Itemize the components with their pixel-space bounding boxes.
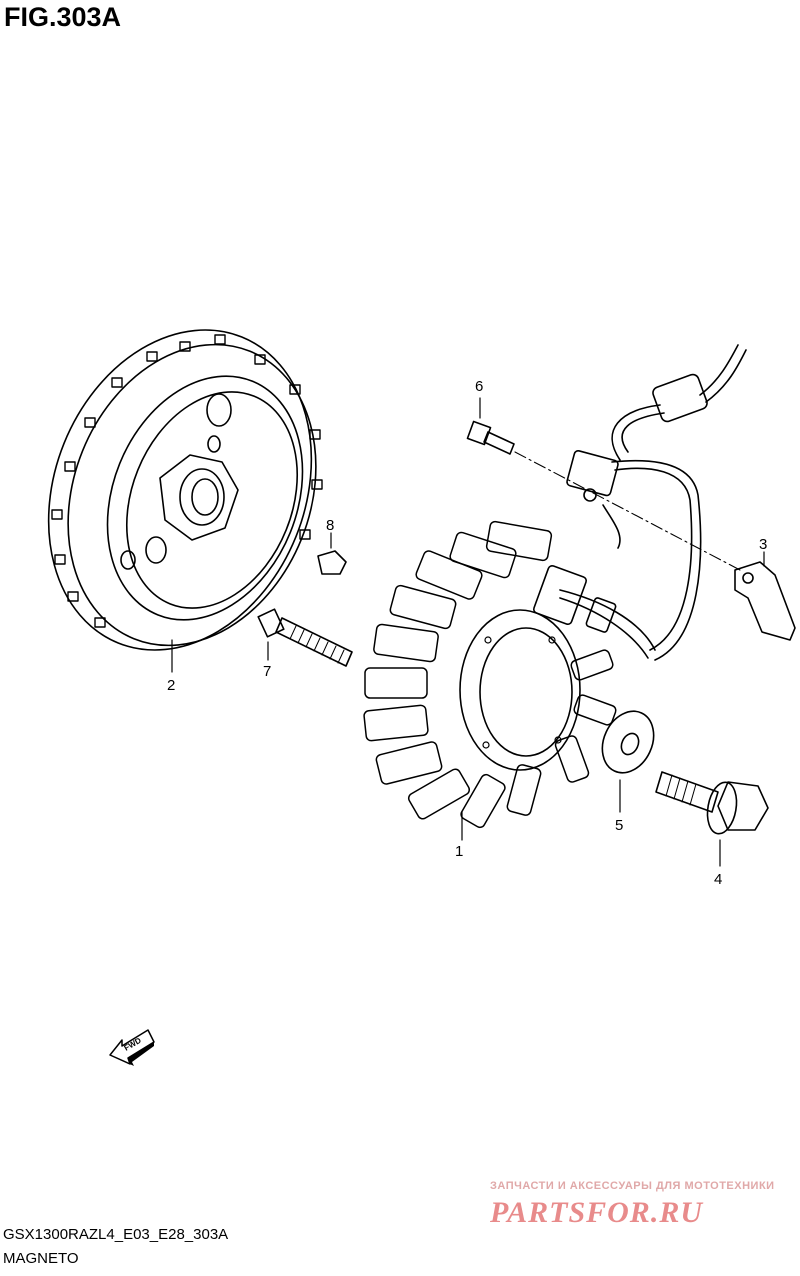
section-name: MAGNETO bbox=[3, 1250, 79, 1267]
fwd-arrow-icon: FWD bbox=[109, 1029, 155, 1066]
rotor-bolt[interactable] bbox=[257, 608, 353, 667]
wiring-harness bbox=[532, 344, 747, 661]
callout-5: 5 bbox=[615, 817, 623, 834]
woodruff-key[interactable] bbox=[317, 532, 347, 575]
callout-3: 3 bbox=[759, 536, 767, 553]
clamp-screw[interactable] bbox=[466, 397, 741, 571]
lead-wire-clamp[interactable] bbox=[734, 551, 796, 641]
callout-1: 1 bbox=[455, 843, 463, 860]
stator-bolt[interactable] bbox=[655, 771, 769, 867]
callout-2: 2 bbox=[167, 677, 175, 694]
stator-coil[interactable] bbox=[363, 520, 618, 841]
washer[interactable] bbox=[593, 703, 664, 813]
callout-8: 8 bbox=[326, 517, 334, 534]
callout-4: 4 bbox=[714, 871, 722, 888]
figure-title: FIG.303A bbox=[4, 2, 122, 32]
model-code: GSX1300RAZL4_E03_E28_303A bbox=[3, 1226, 229, 1243]
callout-7: 7 bbox=[263, 663, 271, 680]
rotor-flywheel[interactable] bbox=[2, 290, 359, 690]
watermark-tagline: ЗАПЧАСТИ И АКСЕССУАРЫ ДЛЯ МОТОТЕХНИКИ bbox=[490, 1180, 775, 1192]
watermark-brand: PARTSFOR.RU bbox=[490, 1196, 703, 1229]
callout-6: 6 bbox=[475, 378, 483, 395]
